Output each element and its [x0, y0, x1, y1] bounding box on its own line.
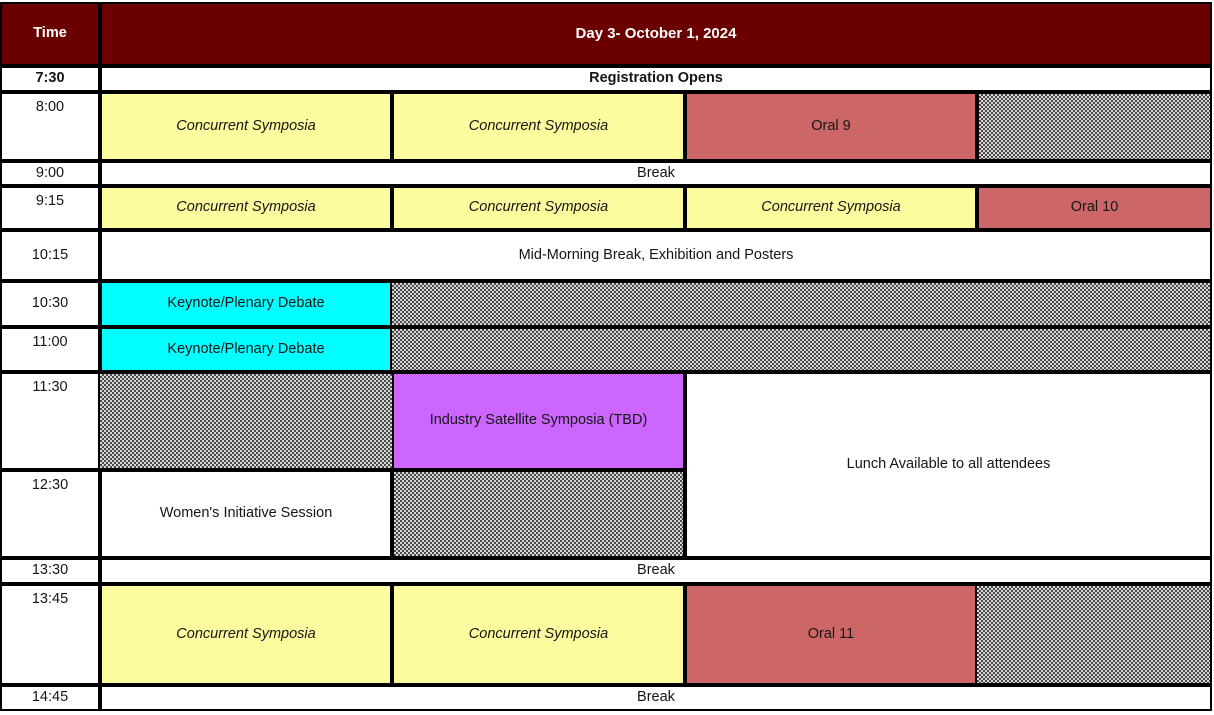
session-keynote-plenary-debate-1030: Keynote/Plenary Debate	[100, 281, 392, 327]
session-industry-satellite-symposia: Industry Satellite Symposia (TBD)	[392, 372, 685, 470]
blocked-slot-1100	[392, 327, 1212, 372]
session-oral-11: Oral 11	[685, 584, 977, 685]
session-oral-10: Oral 10	[977, 186, 1212, 230]
session-break-1445: Break	[100, 685, 1212, 711]
time-label-1230: 12:30	[0, 470, 100, 558]
session-mid-morning-break: Mid-Morning Break, Exhibition and Poster…	[100, 230, 1212, 281]
session-concurrent-symposia-0800-b: Concurrent Symposia	[392, 92, 685, 161]
session-concurrent-symposia-1345-a: Concurrent Symposia	[100, 584, 392, 685]
session-concurrent-symposia-0915-c: Concurrent Symposia	[685, 186, 977, 230]
session-oral-9: Oral 9	[685, 92, 977, 161]
time-label-0900: 9:00	[0, 161, 100, 186]
session-concurrent-symposia-0915-a: Concurrent Symposia	[100, 186, 392, 230]
time-label-0800: 8:00	[0, 92, 100, 161]
session-keynote-plenary-debate-1100: Keynote/Plenary Debate	[100, 327, 392, 372]
header-time-column: Time	[0, 2, 100, 66]
blocked-slot-1345	[977, 584, 1212, 685]
session-concurrent-symposia-1345-b: Concurrent Symposia	[392, 584, 685, 685]
header-day-title: Day 3- October 1, 2024	[100, 2, 1212, 66]
session-womens-initiative: Women's Initiative Session	[100, 470, 392, 558]
blocked-slot-1230	[392, 470, 685, 558]
session-break-1330: Break	[100, 558, 1212, 584]
time-label-1345: 13:45	[0, 584, 100, 685]
session-concurrent-symposia-0800-a: Concurrent Symposia	[100, 92, 392, 161]
time-label-1330: 13:30	[0, 558, 100, 584]
time-label-0915: 9:15	[0, 186, 100, 230]
blocked-slot-1030	[392, 281, 1212, 327]
session-concurrent-symposia-0915-b: Concurrent Symposia	[392, 186, 685, 230]
time-label-1015: 10:15	[0, 230, 100, 281]
time-label-1100: 11:00	[0, 327, 100, 372]
blocked-slot-0800	[977, 92, 1212, 161]
session-registration-opens: Registration Opens	[100, 66, 1212, 92]
time-label-0730: 7:30	[0, 66, 100, 92]
time-label-1445: 14:45	[0, 685, 100, 711]
session-break-0900: Break	[100, 161, 1212, 186]
blocked-slot-1130-left	[100, 372, 392, 470]
time-label-1030: 10:30	[0, 281, 100, 327]
time-label-1130: 11:30	[0, 372, 100, 470]
session-lunch: Lunch Available to all attendees	[685, 372, 1212, 558]
